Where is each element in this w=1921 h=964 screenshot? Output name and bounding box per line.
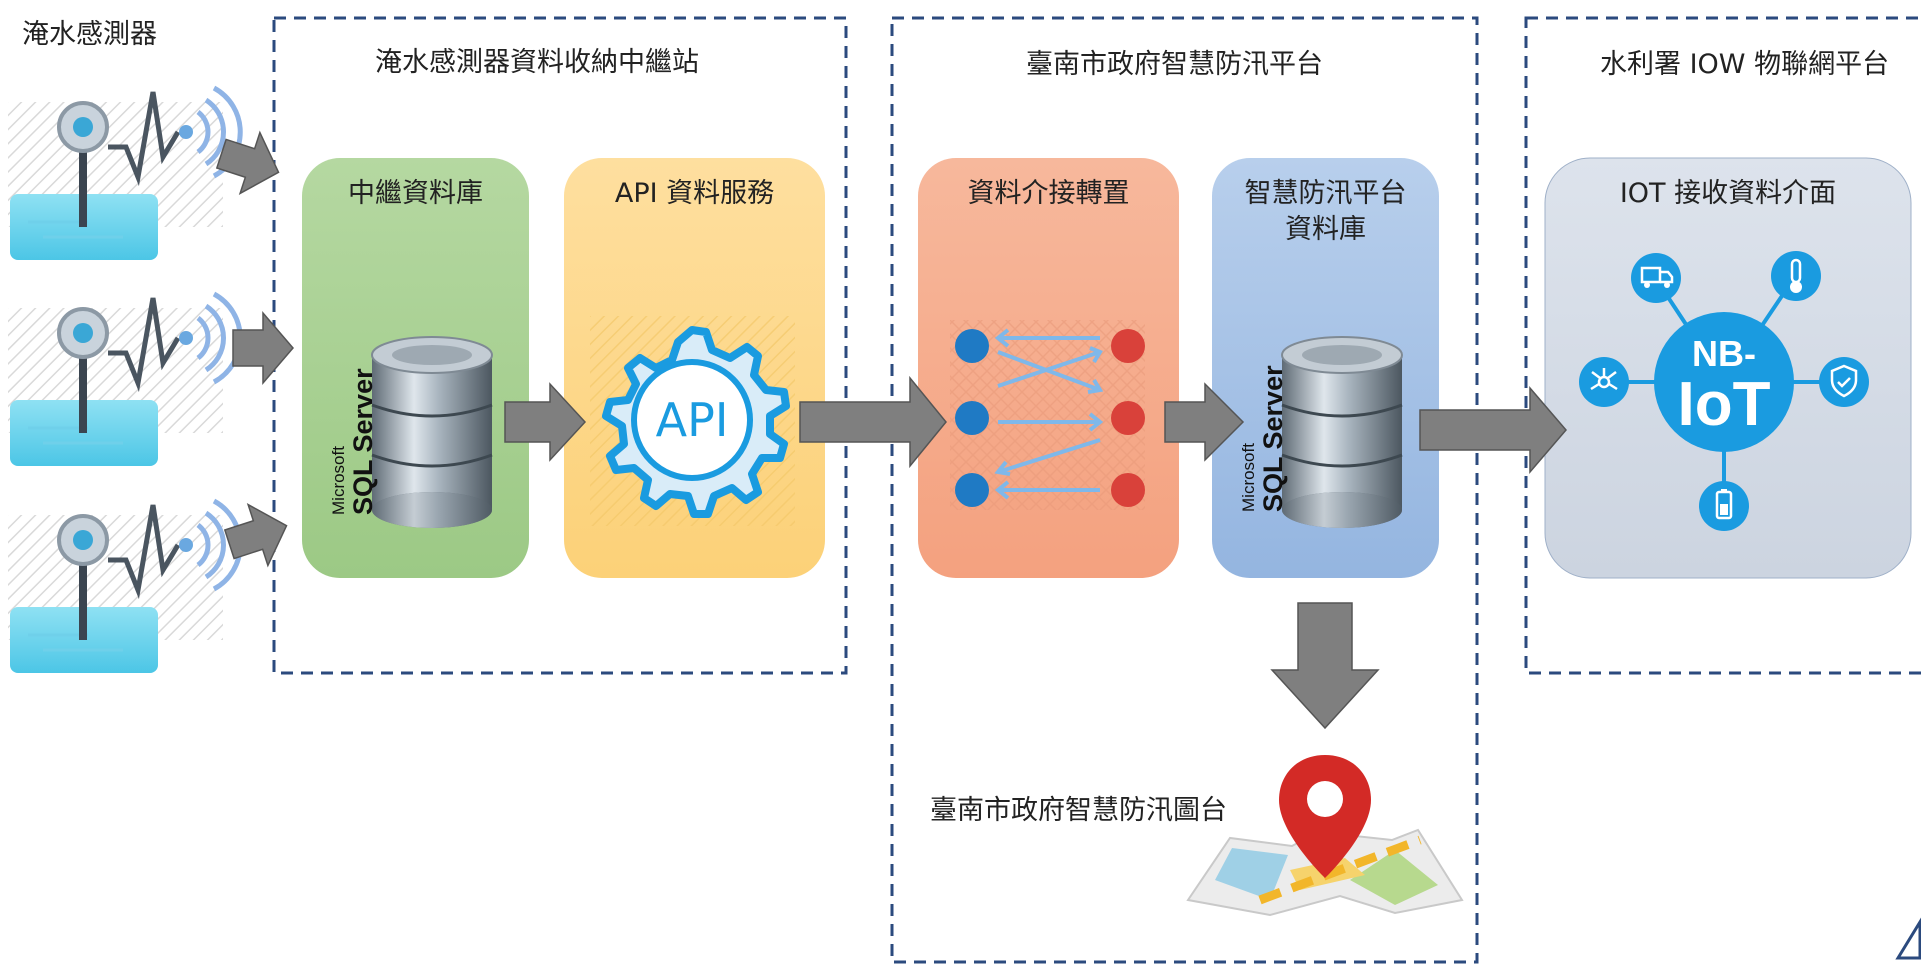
tainan-zone-border: [890, 16, 1479, 964]
relay-database-icon: [371, 336, 493, 528]
svg-text:Microsoft: Microsoft: [329, 446, 348, 515]
relay-sql-server-logo: Microsoft SQL Server: [329, 368, 378, 515]
thermometer-node-icon: [1771, 251, 1821, 301]
data-transfer-icon: [955, 328, 1145, 507]
svg-text:NB-: NB-: [1692, 333, 1756, 374]
svg-text:API: API: [656, 393, 729, 447]
arrow-sensor-2: [232, 310, 294, 386]
flood-sensor-icon: [8, 291, 243, 466]
arrow-transfer-to-db: [1164, 382, 1245, 462]
iow-zone-border: [1524, 16, 1921, 675]
platform-db-label: 智慧防汛平台 資料庫: [1212, 176, 1439, 248]
arrow-db-to-iot: [1419, 385, 1567, 475]
arrow-db-to-api: [504, 382, 587, 462]
map-pin-icon: [1186, 755, 1464, 917]
arrow-db-to-map: [1270, 602, 1380, 730]
platform-db-label-line2: 資料庫: [1285, 214, 1366, 245]
iow-zone-title: 水利署 IOW 物聯網平台: [1600, 49, 1890, 80]
api-gear-icon: API: [602, 326, 790, 518]
transfer-label: 資料介接轉置: [967, 178, 1130, 209]
corner-logo-icon: [1895, 917, 1921, 960]
svg-text:IoT: IoT: [1678, 370, 1771, 439]
arrow-sensor-3: [223, 502, 288, 568]
map-label: 臺南市政府智慧防汛圖台: [930, 795, 1227, 826]
svg-text:Microsoft: Microsoft: [1239, 443, 1258, 512]
shield-node-icon: [1819, 357, 1869, 407]
svg-text:SQL Server: SQL Server: [348, 368, 378, 515]
svg-text:SQL Server: SQL Server: [1258, 365, 1288, 512]
iot-interface-label: IOT 接收資料介面: [1619, 178, 1837, 209]
tainan-zone-title: 臺南市政府智慧防汛平台: [1026, 49, 1323, 80]
api-service-label: API 資料服務: [614, 178, 775, 209]
truck-node-icon: [1631, 253, 1681, 303]
battery-node-icon: [1699, 481, 1749, 531]
platform-sql-server-logo: Microsoft SQL Server: [1239, 365, 1288, 512]
nb-iot-hub-icon: NB- IoT: [1579, 251, 1869, 531]
flood-sensor-icon: [8, 498, 243, 673]
flood-sensor-icon: [8, 85, 243, 260]
relay-db-label: 中繼資料庫: [348, 178, 483, 209]
arrow-api-to-transfer: [799, 375, 947, 469]
sensors-title: 淹水感測器: [22, 19, 157, 50]
arrow-sensor-1: [215, 130, 280, 196]
platform-db-label-line1: 智慧防汛平台: [1244, 178, 1407, 209]
platform-database-icon: [1281, 336, 1403, 528]
relay-zone-title: 淹水感測器資料收納中繼站: [375, 47, 699, 78]
network-node-icon: [1579, 357, 1629, 407]
